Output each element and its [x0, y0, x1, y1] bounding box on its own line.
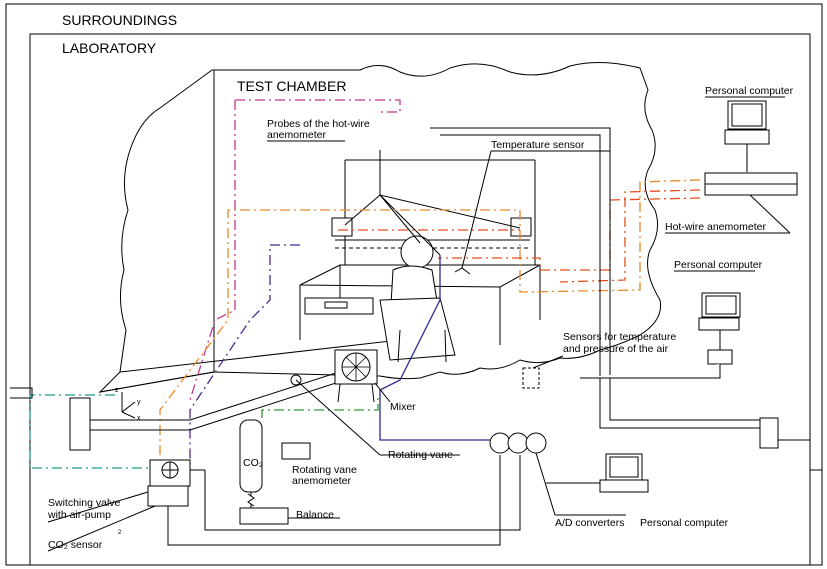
air-pump-icon	[162, 462, 178, 478]
green-line	[262, 395, 378, 418]
hotwire-anemometer-label: Hot-wire anemometer	[665, 221, 766, 233]
temperature-sensor-label: Temperature sensor	[491, 139, 585, 151]
axis-x-label: x	[137, 415, 141, 422]
balance	[240, 508, 288, 524]
co2-sensor-label: CO₂ sensor	[48, 539, 103, 551]
probes-leader-lines	[345, 150, 520, 255]
axis-z-label: z	[115, 387, 119, 394]
sensors-leader	[533, 356, 563, 368]
hotwire-anemometer-box	[705, 173, 797, 195]
person	[380, 236, 455, 362]
pc-mid-label: Personal computer	[674, 259, 763, 271]
pc-top-label: Personal computer	[705, 85, 794, 97]
temp-pressure-sensors	[523, 368, 539, 388]
mixer-fan	[335, 350, 377, 402]
mixer-label: Mixer	[390, 401, 416, 413]
rotating-vane-anemometer-label-2: anemometer	[292, 475, 351, 487]
test-chamber-label: TEST CHAMBER	[237, 78, 346, 94]
pc-bottom	[600, 454, 648, 492]
pc-top	[725, 101, 769, 172]
laboratory-label: LABORATORY	[62, 40, 157, 56]
ad-converters-leader	[536, 453, 555, 515]
co2-cylinder-label: CO₂	[243, 457, 263, 469]
rotating-vane-anemometer	[282, 443, 310, 459]
axis-indicator	[122, 392, 135, 418]
co2-superscript: 2	[118, 530, 122, 536]
pc-bottom-label: Personal computer	[640, 517, 729, 529]
probes-label-line2: anemometer	[267, 129, 326, 141]
sensors-label-2: and pressure of the air	[563, 343, 669, 355]
ad-converters-label: A/D converters	[555, 517, 624, 529]
sensors-label-1: Sensors for temperature	[563, 331, 676, 343]
ad-converters	[490, 433, 546, 453]
surroundings-label: SURROUNDINGS	[62, 12, 177, 28]
balance-label: Balance	[296, 509, 334, 521]
probe-left	[332, 218, 352, 236]
chamber-left-wall	[100, 70, 214, 392]
co2-sensor	[148, 486, 188, 506]
axis-y-label: y	[137, 399, 141, 406]
